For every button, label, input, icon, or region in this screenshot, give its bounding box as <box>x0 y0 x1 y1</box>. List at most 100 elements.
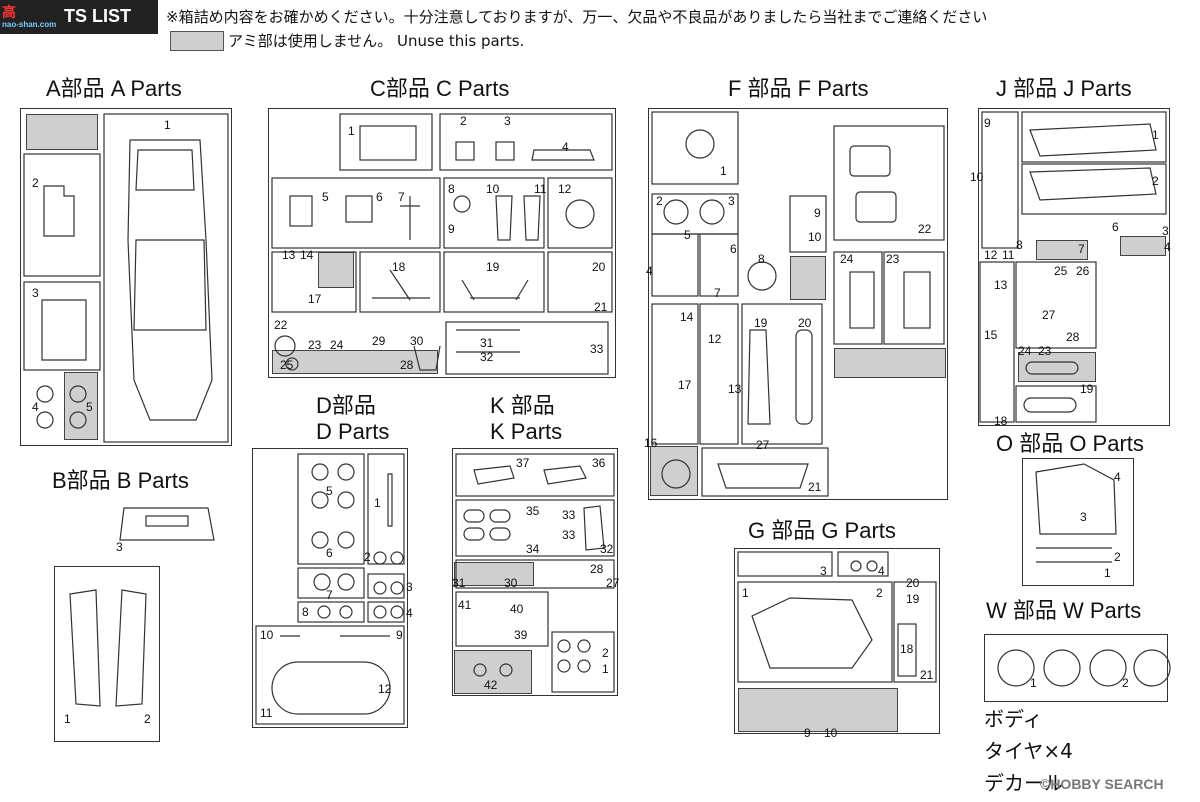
part-number: 1 <box>164 118 171 132</box>
part-number: 15 <box>984 328 998 342</box>
part-number: 21 <box>920 668 934 682</box>
section-title-k-jp: K 部品 <box>490 393 555 418</box>
part-number: 3 <box>728 194 735 208</box>
section-title-f: F 部品 F Parts <box>728 76 869 101</box>
part-number: 9 <box>804 726 811 740</box>
part-number: 2 <box>364 550 371 564</box>
part-number: 5 <box>684 228 691 242</box>
watermark: ©HOBBY SEARCH <box>1040 776 1164 792</box>
part-number: 17 <box>308 292 322 306</box>
part-number: 36 <box>592 456 606 470</box>
part-number: 10 <box>260 628 274 642</box>
unused-area-f10 <box>790 256 826 300</box>
part-number: 4 <box>32 400 39 414</box>
part-number: 42 <box>484 678 498 692</box>
part-number: 32 <box>600 542 614 556</box>
unused-note: アミ部は使用しません。 Unuse this parts. <box>228 32 525 50</box>
unused-area-f23 <box>834 348 946 378</box>
part-number: 7 <box>326 588 333 602</box>
unused-area-j19 <box>1018 352 1096 382</box>
unused-area-c14 <box>318 252 354 288</box>
part-number: 11 <box>260 706 273 720</box>
part-number: 11 <box>534 182 547 196</box>
part-number: 4 <box>646 264 653 278</box>
unused-area-j7 <box>1036 240 1088 260</box>
part-number: 14 <box>680 310 694 324</box>
part-number: 32 <box>480 350 494 364</box>
part-number: 2 <box>876 586 883 600</box>
part-number: 1 <box>1152 128 1159 142</box>
part-number: 19 <box>906 592 920 606</box>
part-number: 37 <box>516 456 530 470</box>
contents-decal: デカール <box>984 771 1064 795</box>
part-number: 4 <box>562 140 569 154</box>
part-number: 23 <box>1038 344 1052 358</box>
part-number: 34 <box>526 542 540 556</box>
sprue-b <box>54 566 160 742</box>
part-number: 24 <box>1018 344 1032 358</box>
part-number: 2 <box>1122 676 1129 690</box>
part-number: 17 <box>678 378 692 392</box>
section-title-d-en: D Parts <box>316 419 390 444</box>
part-number: 4 <box>1164 240 1171 254</box>
header-title: TS LIST <box>64 6 131 26</box>
part-number: 13 <box>728 382 742 396</box>
part-number: 10 <box>824 726 838 740</box>
part-number: 6 <box>376 190 383 204</box>
part-number: 5 <box>86 400 93 414</box>
part-number: 8 <box>758 252 765 266</box>
part-number: 1 <box>64 712 71 726</box>
part-number: 3 <box>1080 510 1087 524</box>
part-number: 25 <box>280 358 294 372</box>
part-number: 1 <box>374 496 381 510</box>
part-number: 7 <box>398 190 405 204</box>
sprue-f <box>648 108 948 500</box>
part-number: 25 <box>1054 264 1068 278</box>
part-number: 1 <box>602 662 609 676</box>
part-number: 12 <box>708 332 722 346</box>
sprue-o <box>1022 458 1134 586</box>
part-number: 14 <box>300 248 314 262</box>
part-number: 22 <box>918 222 932 236</box>
unused-area-j4 <box>1120 236 1166 256</box>
part-number: 3 <box>504 114 511 128</box>
section-title-o: O 部品 O Parts <box>996 431 1144 456</box>
unused-area-a1 <box>26 114 98 150</box>
part-number: 9 <box>984 116 991 130</box>
part-number: 31 <box>452 576 466 590</box>
part-number: 9 <box>448 222 455 236</box>
part-number: 33 <box>590 342 604 356</box>
part-number: 40 <box>510 602 524 616</box>
part-number: 21 <box>594 300 608 314</box>
part-number: 3 <box>406 580 413 594</box>
part-number: 12 <box>558 182 572 196</box>
part-number: 24 <box>840 252 854 266</box>
unused-area-c28 <box>272 350 438 374</box>
part-number: 23 <box>308 338 322 352</box>
unused-area-k28 <box>454 562 534 586</box>
part-number: 8 <box>302 605 309 619</box>
site-logo: 高 <box>2 4 16 20</box>
part-number: 8 <box>1016 238 1023 252</box>
part-number: 18 <box>994 414 1008 428</box>
part-number: 10 <box>970 170 984 184</box>
sprue-g <box>734 548 940 734</box>
part-number: 4 <box>878 564 885 578</box>
unused-area-g9 <box>738 688 898 732</box>
part-number: 28 <box>590 562 604 576</box>
section-title-c: C部品 C Parts <box>370 76 510 101</box>
part-number: 30 <box>410 334 424 348</box>
part-number: 7 <box>714 286 721 300</box>
part-number: 27 <box>606 576 620 590</box>
part-number: 41 <box>458 598 472 612</box>
sprue-d <box>252 448 408 728</box>
part-number: 28 <box>1066 330 1080 344</box>
part-number: 33 <box>562 528 576 542</box>
unused-area-a5 <box>64 372 98 440</box>
contents-body: ボディ <box>984 707 1043 731</box>
part-number: 7 <box>1078 242 1085 256</box>
part-number: 2 <box>1114 550 1121 564</box>
part-number: 22 <box>274 318 288 332</box>
part-number: 19 <box>486 260 500 274</box>
section-title-g: G 部品 G Parts <box>748 518 896 543</box>
